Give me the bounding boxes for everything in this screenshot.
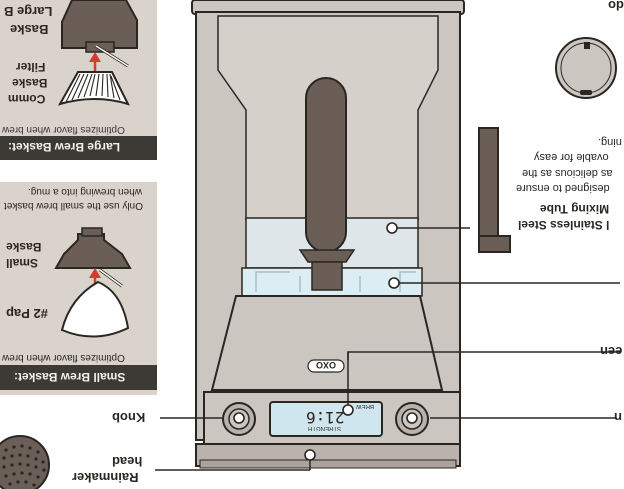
callout-dots bbox=[233, 222, 418, 461]
rainmaker-head-icon bbox=[0, 435, 50, 489]
tube-desc-3: ovable for easy bbox=[534, 151, 609, 163]
large-basket-banner bbox=[0, 136, 157, 160]
tube-desc-1: designed to ensure bbox=[516, 182, 610, 194]
small-basket-icon bbox=[54, 227, 132, 269]
machine-logo bbox=[307, 359, 345, 373]
small-basket-banner bbox=[0, 365, 157, 390]
machine-logo-text: OXO bbox=[316, 360, 337, 370]
large-basket-banner-text: Large Brew Basket: bbox=[8, 140, 121, 154]
small-basket-label-1: Small bbox=[6, 256, 39, 270]
tube-title-1: l Stainless Steel bbox=[518, 218, 610, 232]
right-knob-label: n bbox=[614, 410, 622, 425]
small-basket-note-1: Only use the small brew basket bbox=[4, 200, 143, 211]
large-basket-label-1: Large B bbox=[4, 4, 53, 19]
screen-label: een bbox=[600, 344, 623, 359]
display-strength: STRENGTH bbox=[308, 425, 341, 431]
large-basket-label-2: Baske bbox=[10, 22, 49, 37]
small-basket-note-2: when brewing into a mug. bbox=[28, 186, 142, 197]
common-basket-label-2: Baske bbox=[12, 76, 48, 90]
rainmaker-label-1: Rainmaker bbox=[72, 470, 139, 485]
tube-title-2: Mixing Tube bbox=[540, 202, 610, 216]
paper-filter-label: #2 Pap bbox=[6, 306, 48, 321]
callout-lines bbox=[155, 227, 620, 471]
machine-display bbox=[269, 401, 383, 437]
common-basket-label-1: Comm bbox=[8, 92, 46, 106]
knob-label: Knob bbox=[112, 410, 146, 425]
tube-desc-2: as delicious as the bbox=[522, 167, 613, 179]
common-basket-label-3: Filter bbox=[16, 60, 46, 74]
cone-filter-icon bbox=[57, 71, 130, 106]
round-part-icon bbox=[555, 37, 617, 99]
paper-filter-icon bbox=[60, 280, 130, 338]
display-brew: BREW bbox=[356, 403, 374, 409]
panel-divider bbox=[0, 160, 157, 182]
rainmaker-label-2: head bbox=[112, 454, 143, 469]
coffee-machine bbox=[191, 0, 465, 469]
large-basket-desc: Optimizes flavor when brew bbox=[2, 124, 125, 135]
small-basket-label-2: Baske bbox=[6, 240, 42, 254]
tube-desc-4: ning. bbox=[598, 136, 622, 148]
large-basket-icon bbox=[61, 0, 138, 53]
small-basket-banner-text: Small Brew Basket: bbox=[14, 370, 126, 384]
small-basket-desc: Optimizes flavor when brew bbox=[2, 352, 125, 363]
right-top-label: do bbox=[608, 0, 624, 13]
mixing-tube-icon bbox=[478, 127, 511, 253]
